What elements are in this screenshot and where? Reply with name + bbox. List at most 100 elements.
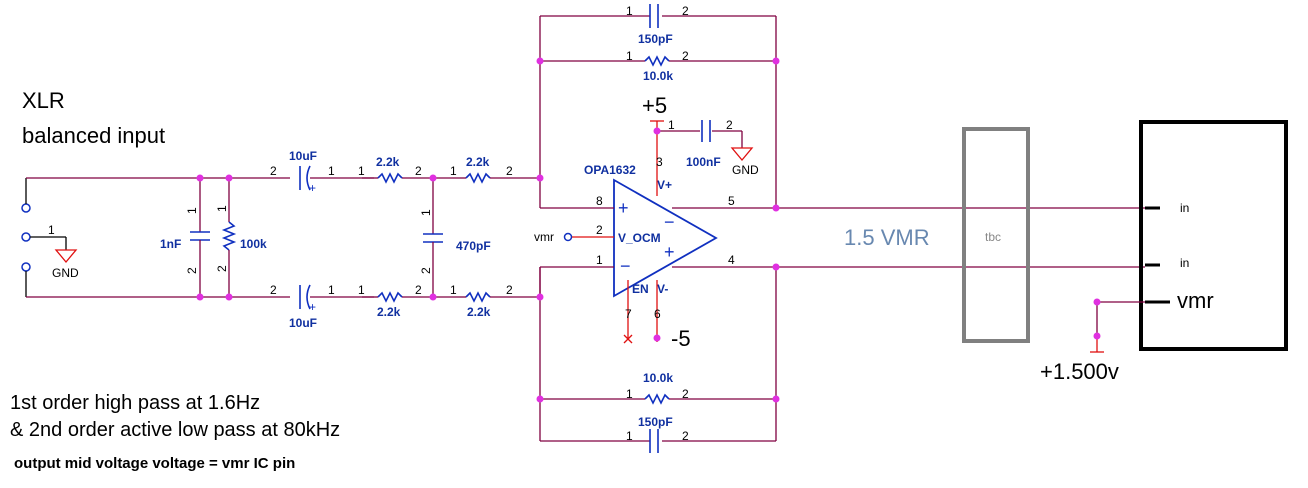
fb-res-bot-value: 10.0k xyxy=(643,371,673,385)
opamp-pin-7: 7 xyxy=(625,307,632,321)
mid-cap-pin-2: 2 xyxy=(419,267,433,274)
opamp-inv-input: − xyxy=(620,256,631,276)
mid-cap-value: 470pF xyxy=(456,239,491,253)
bottom-resistor-1: 2.2k 1 2 xyxy=(358,283,460,319)
opamp-pin-1: 1 xyxy=(596,253,603,267)
note-line-3: output mid voltage voltage = vmr IC pin xyxy=(14,455,295,472)
reference-voltage-label: +1.500v xyxy=(1040,359,1119,384)
note-line-2: & 2nd order active low pass at 80kHz xyxy=(10,419,340,441)
bypass-cap-value: 100nF xyxy=(686,155,721,169)
xlr-pin-label: 1 xyxy=(48,223,55,237)
top-res-2-value: 2.2k xyxy=(466,155,490,169)
bottom-res-2-pin-2: 2 xyxy=(506,283,513,297)
top-res-2-pin-1: 1 xyxy=(450,164,457,178)
vmr-level-label: 1.5 VMR xyxy=(844,225,930,250)
opamp-pin-4: 4 xyxy=(728,253,735,267)
fb-res-top-value: 10.0k xyxy=(643,69,673,83)
opamp-opa1632: OPA1632 + − − + V_OCM V+ V- EN xyxy=(584,163,718,298)
fb-res-top-pin-1: 1 xyxy=(626,49,633,63)
bottom-coupling-cap-pin-1: 1 xyxy=(328,283,335,297)
shunt-cap-pin-2: 2 xyxy=(185,267,199,274)
xlr-connector: 1 GND xyxy=(21,178,79,297)
shunt-res-value: 100k xyxy=(240,237,267,251)
feedback-resistor-bottom: 10.0k 1 2 xyxy=(626,371,689,405)
top-res-1-pin-1: 1 xyxy=(358,164,365,178)
opamp-pin-3: 3 xyxy=(656,155,663,169)
fb-cap-bot-pin-2: 2 xyxy=(682,429,689,443)
opamp-pos-output: + xyxy=(664,242,675,262)
positive-rail-label: +5 xyxy=(642,93,667,118)
top-res-1-value: 2.2k xyxy=(376,155,400,169)
feedback-capacitor-bottom: 150pF 1 2 xyxy=(626,415,689,453)
bottom-res-1-pin-2: 2 xyxy=(415,283,422,297)
bottom-coupling-cap-value: 10uF xyxy=(289,316,317,330)
fb-cap-top-value: 150pF xyxy=(638,32,673,46)
top-coupling-cap-pin-2: 2 xyxy=(270,164,277,178)
opamp-vplus-label: V+ xyxy=(657,178,672,192)
fb-res-bot-pin-2: 2 xyxy=(682,387,689,401)
opamp-pin-5: 5 xyxy=(728,194,735,208)
title-line-1: XLR xyxy=(22,88,65,113)
bottom-res-2-pin-1: 1 xyxy=(450,283,457,297)
top-res-2-pin-2: 2 xyxy=(506,164,513,178)
top-coupling-cap-pin-1: 1 xyxy=(328,164,335,178)
feedback-resistor-top: 10.0k 1 2 xyxy=(626,49,689,83)
opamp-vocm-label: V_OCM xyxy=(618,231,661,245)
fb-cap-top-pin-2: 2 xyxy=(682,4,689,18)
title-line-2: balanced input xyxy=(22,123,165,148)
opamp-vminus-label: V- xyxy=(657,282,668,296)
bypass-cap-pin-2: 2 xyxy=(726,118,733,132)
top-coupling-capacitor: 10uF 2 1 + xyxy=(270,149,335,195)
bypass-cap-pin-1: 1 xyxy=(668,118,675,132)
top-resistor-1: 2.2k 1 2 xyxy=(358,155,460,184)
vmr-input-label: vmr xyxy=(534,230,554,244)
opamp-pin-8: 8 xyxy=(596,194,603,208)
shunt-cap-value: 1nF xyxy=(160,237,181,251)
bottom-res-2-value: 2.2k xyxy=(467,305,491,319)
opamp-neg-output: − xyxy=(664,212,675,232)
opamp-pin-2: 2 xyxy=(596,223,603,237)
negative-supply: 6 -5 7 xyxy=(623,280,691,351)
junction-dots xyxy=(196,57,1101,403)
bottom-coupling-cap-polarity: + xyxy=(309,300,316,314)
shunt-res-pin-1: 1 xyxy=(215,205,229,212)
shunt-res-pin-2: 2 xyxy=(215,265,229,272)
mid-cap-pin-1: 1 xyxy=(419,209,433,216)
bypass-gnd-label: GND xyxy=(732,163,759,177)
fb-cap-bot-value: 150pF xyxy=(638,415,673,429)
bottom-coupling-cap-pin-2: 2 xyxy=(270,283,277,297)
tbc-label: tbc xyxy=(985,230,1001,244)
opamp-en-label: EN xyxy=(632,282,649,296)
vmr-input: vmr 2 xyxy=(534,223,614,244)
positive-supply: +5 3 GND 1 2 100nF xyxy=(642,93,759,196)
xlr-gnd-label: GND xyxy=(52,266,79,280)
fb-res-top-pin-2: 2 xyxy=(682,49,689,63)
bottom-resistor-2: 2.2k 1 2 xyxy=(450,283,540,319)
bottom-res-1-value: 2.2k xyxy=(377,305,401,319)
opamp-noninv-input: + xyxy=(618,198,629,218)
top-res-1-pin-2: 2 xyxy=(415,164,422,178)
note-line-1: 1st order high pass at 1.6Hz xyxy=(10,392,260,414)
shunt-capacitor: 1nF 1 2 xyxy=(160,178,210,297)
fb-cap-bot-pin-1: 1 xyxy=(626,429,633,443)
tbc-block: tbc xyxy=(962,127,1030,343)
opamp-part-label: OPA1632 xyxy=(584,163,636,177)
opamp-pin-6: 6 xyxy=(654,307,661,321)
destination-ic: in in vmr xyxy=(1139,120,1288,351)
negative-rail-label: -5 xyxy=(671,326,691,351)
ic-input-pos-label: in xyxy=(1180,201,1189,215)
ic-input-neg-label: in xyxy=(1180,256,1189,270)
top-coupling-cap-polarity: + xyxy=(309,181,316,195)
ic-vmr-label: vmr xyxy=(1177,288,1214,313)
bottom-res-1-pin-1: 1 xyxy=(358,283,365,297)
bottom-coupling-capacitor: 10uF 2 1 + xyxy=(270,283,335,330)
shunt-cap-pin-1: 1 xyxy=(185,207,199,214)
feedback-capacitor-top: 150pF 1 2 xyxy=(626,4,689,46)
shunt-resistor: 100k 1 2 xyxy=(215,178,267,297)
fb-cap-top-pin-1: 1 xyxy=(626,4,633,18)
top-coupling-cap-value: 10uF xyxy=(289,149,317,163)
top-resistor-2: 2.2k 1 2 xyxy=(450,155,540,184)
mid-capacitor: 470pF 1 2 xyxy=(419,178,491,297)
fb-res-bot-pin-1: 1 xyxy=(626,387,633,401)
